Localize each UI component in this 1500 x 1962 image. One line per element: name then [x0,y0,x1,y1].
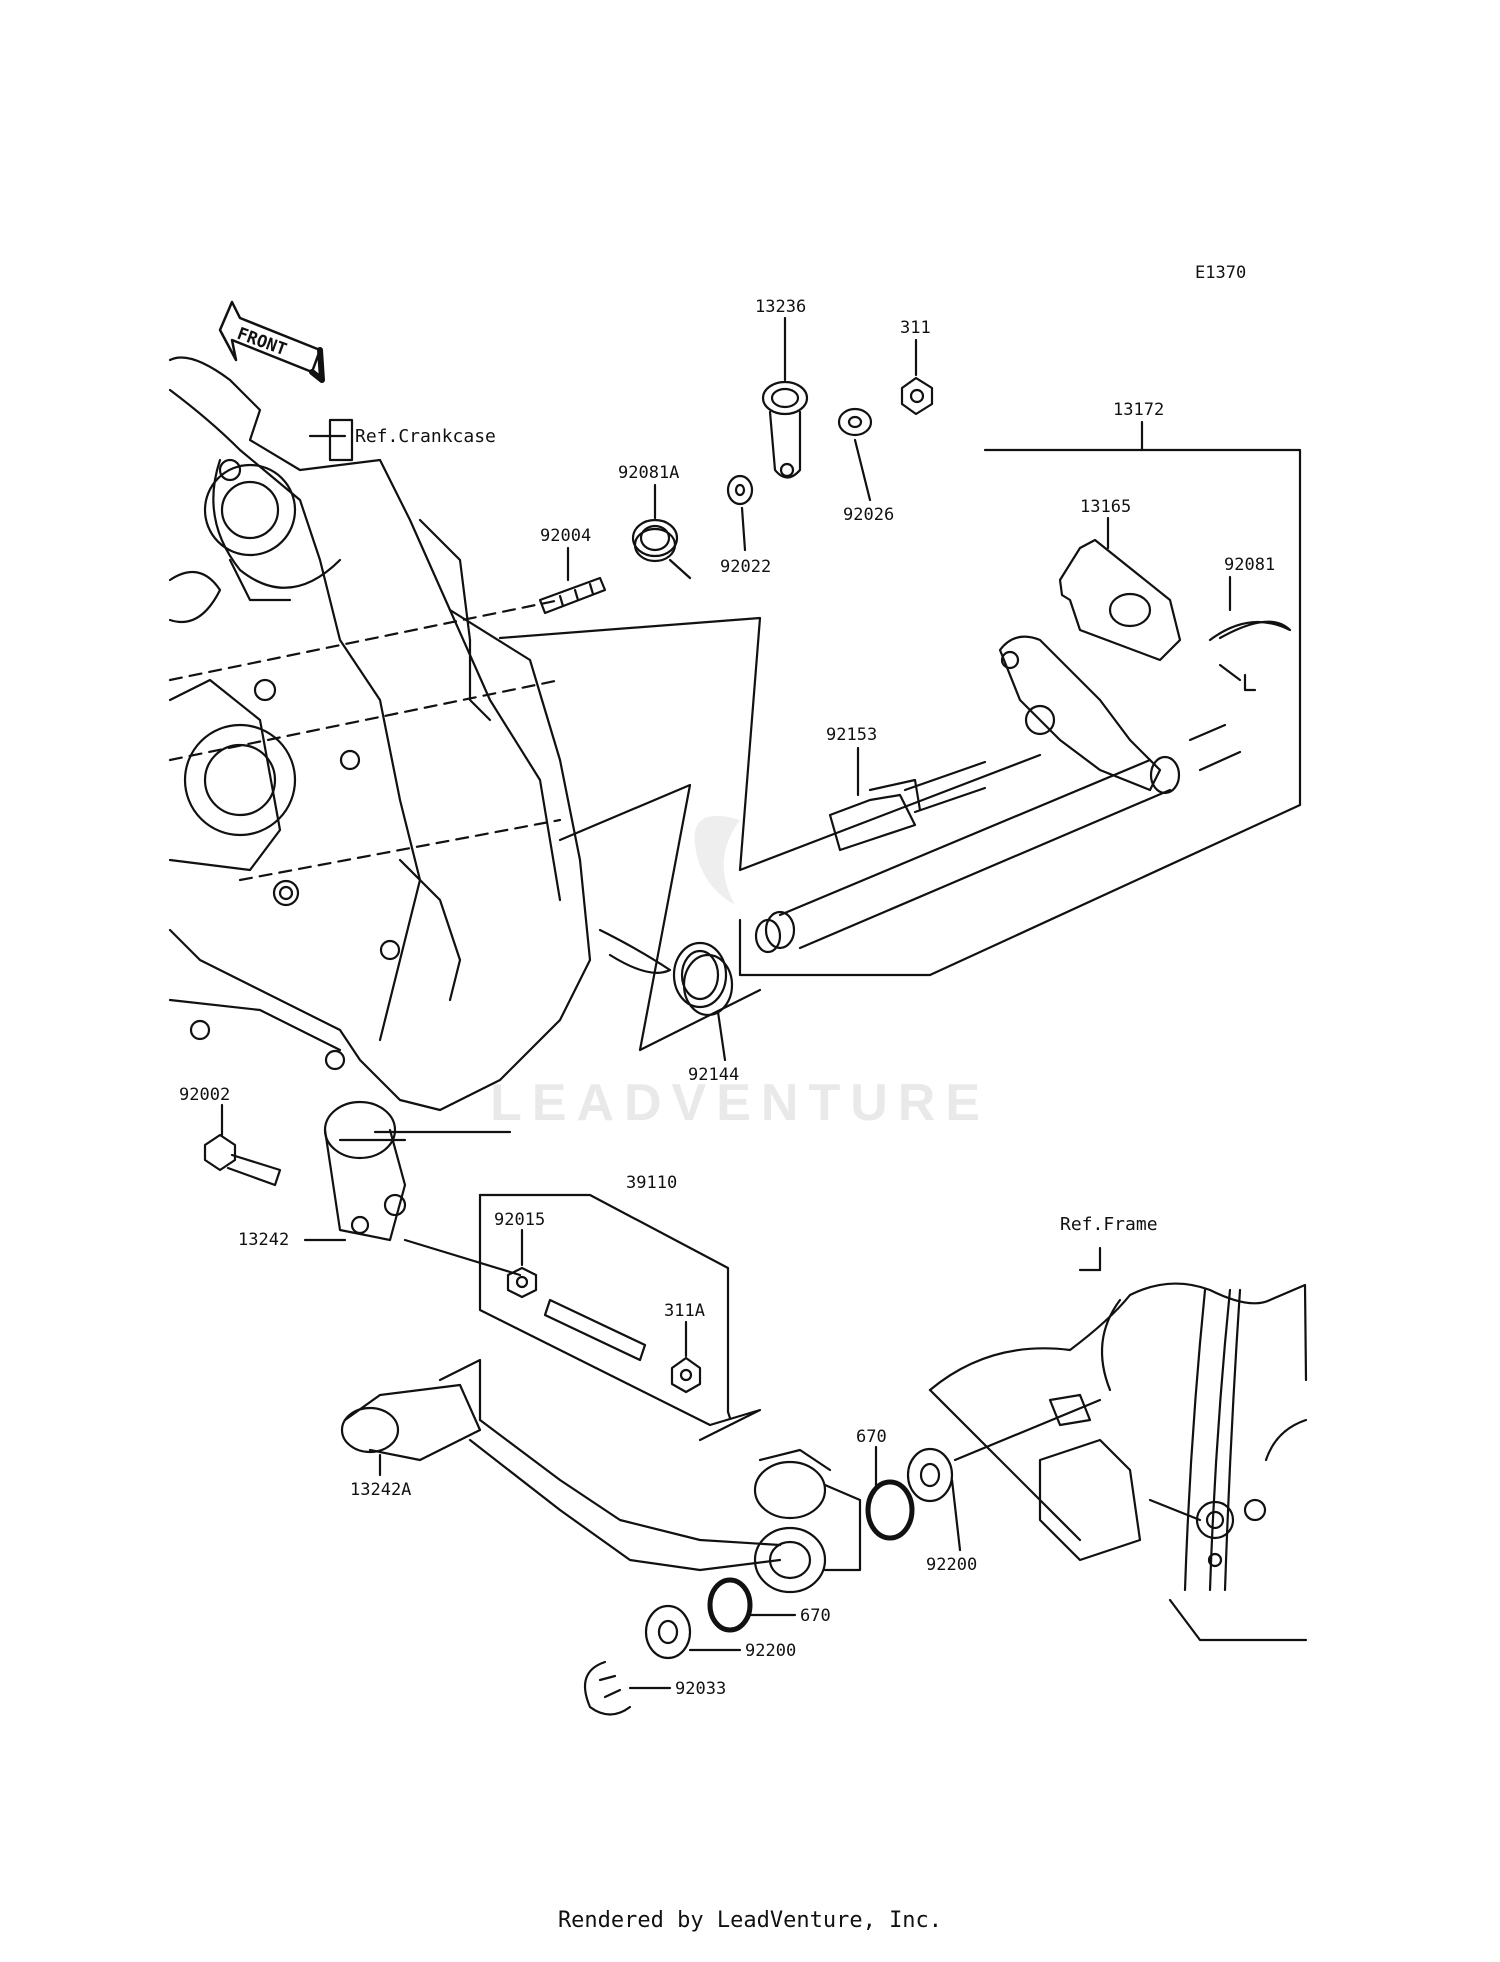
part-13242-drawing [323,1100,407,1242]
part-92200-right-drawing [906,1447,954,1503]
part-92004-drawing [538,576,607,615]
part-label-92033: 92033 [675,1679,726,1699]
part-92015-drawing [506,1266,538,1299]
part-92002-drawing [203,1133,282,1187]
part-92081-drawing [1208,620,1292,692]
part-label-39110: 39110 [626,1173,677,1193]
part-311A-drawing [670,1356,702,1394]
part-13242A-drawing [340,1358,862,1594]
part-label-92004: 92004 [540,526,591,546]
part-92144-drawing [598,928,734,1017]
part-670-lower-drawing [707,1577,753,1633]
part-label-92144: 92144 [688,1065,739,1085]
bracket-13172 [738,448,1302,977]
crankcase-drawing [168,356,592,1112]
part-92081A-drawing [631,518,692,580]
footer-credit: Rendered by LeadVenture, Inc. [557,1908,943,1933]
reference-dashed-lines [168,598,562,882]
part-label-13236: 13236 [755,297,806,317]
leader-line [498,616,1042,872]
bracket-39110 [478,1193,762,1442]
watermark: LEADVENTURE [490,815,990,1132]
part-92153-drawing [828,760,987,852]
leader-line [558,783,762,1052]
part-670-upper-drawing [865,1479,915,1541]
part-label-92200-right: 92200 [926,1555,977,1575]
part-label-13165: 13165 [1080,497,1131,517]
part-label-311: 311 [900,318,931,338]
frame-drawing [928,1282,1308,1642]
ref-frame-label: Ref.Frame [1060,1214,1158,1235]
part-label-311A: 311A [664,1301,705,1321]
diagram-code: E1370 [1195,263,1246,283]
part-label-92153: 92153 [826,725,877,745]
part-92022-drawing [726,474,754,506]
part-label-92022: 92022 [720,557,771,577]
part-label-92081: 92081 [1224,555,1275,575]
part-label-670-lower: 670 [800,1606,831,1626]
part-label-13172: 13172 [1113,400,1164,420]
part-13172-drawing [754,635,1242,954]
shift-rod-drawing [543,1298,647,1362]
ref-crankcase-label: Ref.Crankcase [355,426,496,447]
bracket-39110 [478,1193,732,1420]
front-arrow-icon [218,300,325,383]
part-311-drawing [900,376,934,416]
part-label-670-upper: 670 [856,1427,887,1447]
part-92033-drawing [583,1660,632,1716]
part-label-92200-lower: 92200 [745,1641,796,1661]
part-92026-drawing [837,407,873,437]
part-label-92026: 92026 [843,505,894,525]
part-label-13242A: 13242A [350,1480,411,1500]
part-label-92081A: 92081A [618,463,679,483]
part-13165-drawing [1058,538,1182,662]
part-92200-lower-drawing [644,1604,692,1660]
part-label-92015: 92015 [494,1210,545,1230]
part-label-13242: 13242 [238,1230,289,1250]
part-13236-drawing [761,380,809,479]
part-label-92002: 92002 [179,1085,230,1105]
svg-text:LEADVENTURE: LEADVENTURE [490,1074,990,1132]
